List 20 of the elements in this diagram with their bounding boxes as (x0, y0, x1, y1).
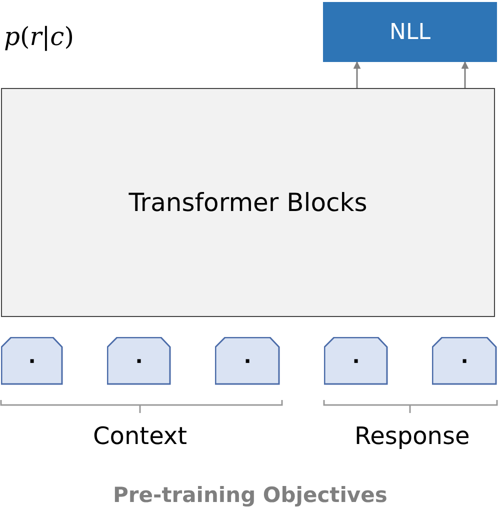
arrow (353, 61, 361, 88)
token-dot: · (28, 349, 36, 373)
token-dot: · (460, 349, 468, 373)
token-box (1, 337, 63, 385)
token-dot: · (135, 349, 143, 373)
node-label: Transformer Blocks (128, 188, 368, 217)
token-box (215, 337, 280, 385)
arrow (461, 61, 469, 88)
token-dot: · (352, 349, 360, 373)
output-box (323, 2, 497, 62)
token-dot: · (244, 349, 252, 373)
token-box (324, 337, 388, 385)
caption: Pre-training Objectives (113, 483, 388, 507)
token-box (432, 337, 497, 385)
node-label: NLL (390, 20, 430, 44)
transformer-block (1, 88, 495, 317)
group-label: Response (354, 422, 470, 450)
token-box (107, 337, 171, 385)
group-label: Context (93, 422, 188, 450)
formula-label: p(r|c) (4, 22, 74, 51)
